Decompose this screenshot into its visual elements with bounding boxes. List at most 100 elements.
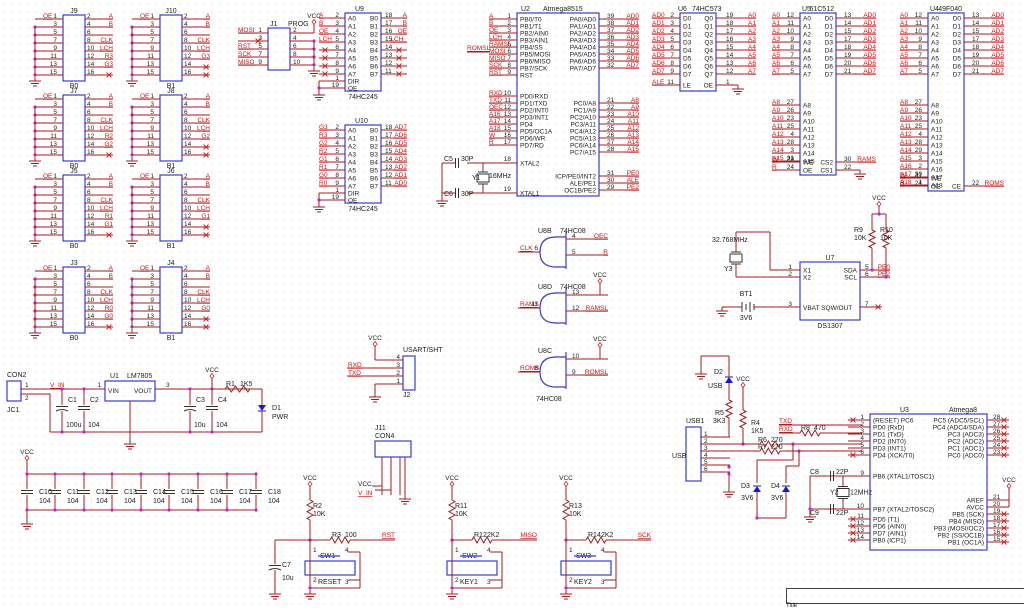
net-label: A bbox=[403, 12, 408, 19]
connector-bottom-label: B0 bbox=[70, 83, 79, 90]
pin-name: A2 bbox=[348, 144, 356, 151]
pin-name: A6 bbox=[348, 176, 356, 183]
pin-name: PA7/AD7 bbox=[570, 66, 597, 73]
no-connect-marker bbox=[396, 47, 402, 53]
pin-number: 11 bbox=[50, 213, 57, 220]
net-label: A18 bbox=[489, 125, 501, 132]
net-label: B bbox=[109, 21, 113, 28]
pin-number: 16 bbox=[504, 132, 512, 139]
pin-number: 7 bbox=[335, 164, 339, 171]
pin-number: 9 bbox=[53, 297, 57, 304]
junction-dot bbox=[188, 430, 192, 434]
pin-number: 10 bbox=[87, 125, 95, 132]
no-connect-marker bbox=[203, 144, 209, 150]
net-label: MISO bbox=[238, 59, 255, 66]
pin-number: 9 bbox=[670, 68, 674, 75]
ic-body bbox=[927, 12, 965, 192]
pin-number: 13 bbox=[385, 52, 393, 59]
junction-dot bbox=[139, 472, 143, 476]
pin-number: 3 bbox=[601, 579, 605, 586]
pin-number: 11 bbox=[147, 133, 154, 140]
net-label: A15 bbox=[627, 146, 639, 153]
pin-number: 12 bbox=[184, 53, 192, 60]
pin-number: 5 bbox=[572, 249, 576, 256]
pin-number: 14 bbox=[87, 61, 95, 68]
net-label: LCH bbox=[100, 125, 113, 132]
c6-ref: C6 bbox=[444, 191, 453, 198]
pin-number: 14 bbox=[857, 534, 865, 541]
pin-number: 9 bbox=[53, 125, 57, 132]
pin-number: 8 bbox=[670, 60, 674, 67]
vcc-label: VCC bbox=[307, 13, 321, 20]
no-connect-stroke bbox=[850, 417, 856, 423]
pin-number: 19 bbox=[504, 186, 512, 193]
net-label: A12 bbox=[627, 125, 639, 132]
no-connect-marker bbox=[322, 71, 328, 77]
vcc-label: VCC bbox=[445, 475, 459, 482]
pin-number: 14 bbox=[844, 20, 852, 27]
pin-number: 1 bbox=[918, 179, 922, 186]
pin-number: 5 bbox=[258, 43, 262, 50]
pin-number: 2 bbox=[569, 577, 573, 584]
no-connect-marker bbox=[106, 152, 112, 158]
pin-number: 17 bbox=[972, 36, 980, 43]
pin-name: PD3 (INT1) bbox=[873, 446, 906, 453]
no-connect-marker bbox=[1001, 445, 1007, 451]
switch-body bbox=[446, 560, 498, 576]
cap-ref: C2 bbox=[90, 397, 99, 404]
r6-ref: R6 bbox=[758, 437, 767, 444]
net-label: AD5 bbox=[863, 52, 876, 59]
pin-number: 8 bbox=[87, 117, 91, 124]
pin-number: 1 bbox=[569, 547, 573, 554]
pin-number: 1 bbox=[150, 265, 154, 272]
pin-name: A1 bbox=[931, 24, 939, 31]
connector-name: USART/SHT bbox=[403, 347, 443, 354]
no-connect-marker bbox=[850, 516, 856, 522]
net-label: A4 bbox=[900, 44, 908, 51]
pin-name: A4 bbox=[931, 48, 939, 55]
net-label: B bbox=[206, 101, 210, 108]
net-label: AD3 bbox=[652, 36, 665, 43]
net-label: A8 bbox=[631, 97, 639, 104]
capacitor-icon bbox=[206, 406, 218, 410]
net-label: A5 bbox=[772, 52, 780, 59]
pin-name: VIN bbox=[108, 388, 119, 395]
pin-number: 4 bbox=[860, 435, 864, 442]
pin-number: 11 bbox=[147, 53, 154, 60]
net-label: LCH bbox=[197, 297, 210, 304]
cap-value: 104 bbox=[153, 498, 165, 505]
y3-ref: Y3 bbox=[724, 266, 733, 273]
pin-number: 5 bbox=[335, 36, 339, 43]
capacitor-icon bbox=[78, 490, 90, 494]
no-connect-marker bbox=[396, 63, 402, 69]
no-connect-marker bbox=[106, 232, 112, 238]
pin-name: B2 bbox=[370, 144, 378, 151]
pin-name: PA6/AD6 bbox=[570, 59, 597, 66]
pin-number: 8 bbox=[335, 172, 339, 179]
pin-number: 1 bbox=[150, 93, 154, 100]
pin-number: 17 bbox=[385, 20, 393, 27]
net-label: AD6 bbox=[991, 60, 1004, 67]
c5-value: 30P bbox=[461, 156, 474, 163]
pin-name: A7 bbox=[348, 184, 356, 191]
net-label: A bbox=[109, 173, 114, 180]
pin-name: B3 bbox=[370, 152, 378, 159]
pin-name: CE bbox=[952, 184, 962, 191]
ic-body bbox=[679, 12, 717, 92]
pin-number: 27 bbox=[787, 99, 795, 106]
pin-number: 11 bbox=[667, 79, 674, 86]
pin-number: 9 bbox=[860, 470, 864, 477]
no-connect-marker bbox=[203, 72, 209, 78]
r10-ref: R10 bbox=[880, 227, 893, 234]
r9-value: 10K bbox=[854, 235, 867, 242]
net-label: A7 bbox=[772, 68, 780, 75]
connector-bottom-label: B0 bbox=[70, 163, 79, 170]
pin-name: ICP/PE0/INT2 bbox=[555, 174, 596, 181]
cap-value: 104 bbox=[216, 422, 228, 429]
pin-name: PC2/A10 bbox=[570, 115, 596, 122]
junction-dot bbox=[884, 275, 888, 279]
net-label: RAMS bbox=[857, 156, 876, 163]
